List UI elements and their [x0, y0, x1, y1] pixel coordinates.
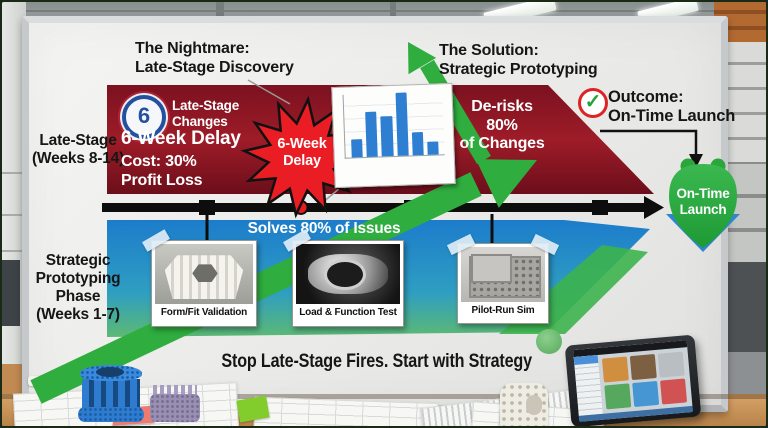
green-arrow-head — [475, 159, 537, 208]
shelf-line — [2, 172, 26, 174]
chart-card — [331, 82, 456, 189]
card-label: Pilot-Run Sim — [471, 305, 535, 316]
starburst-text: 6-Week Delay — [277, 136, 327, 169]
card-load-test: Load & Function Test — [282, 229, 404, 327]
chart-bar — [351, 138, 363, 158]
derisks-label: De-risks 80% of Changes — [459, 98, 545, 153]
tablet-screen — [573, 340, 693, 422]
clock-badge-icon: 6 — [122, 95, 166, 139]
outcome-label: Outcome: On-Time Launch — [608, 88, 736, 126]
chart-bar — [395, 92, 409, 156]
late-stage-phase-label: Late-Stage (Weeks 8-14) — [31, 132, 125, 167]
card-form-fit: Form/Fit Validation — [141, 229, 257, 327]
tablet-tile-grid — [601, 351, 688, 410]
print-base-flange — [78, 407, 144, 422]
tablet-tile — [632, 380, 660, 407]
tablet-tile — [601, 356, 629, 383]
ceiling-pillar — [390, 2, 396, 24]
card-label: Form/Fit Validation — [160, 307, 248, 318]
board-shadow — [2, 394, 766, 399]
load-test-photo — [296, 244, 400, 304]
solution-label: The Solution: Strategic Prototyping — [439, 42, 598, 78]
blue-3d-print — [78, 365, 144, 422]
print-lattice — [82, 379, 140, 409]
solves-label: Solves 80% of Issues — [247, 220, 401, 237]
tablet-tile — [657, 351, 685, 378]
form-fit-photo — [155, 244, 253, 304]
outcome-connector — [600, 129, 698, 156]
part-opening — [192, 264, 218, 283]
tablet-sidebar-header — [573, 354, 599, 366]
print-bore — [96, 367, 124, 377]
card-pilot-run: Pilot-Run Sim — [446, 233, 560, 324]
pilot-run-photo — [461, 247, 545, 302]
late-stage-changes-label: Late-Stage Changes — [172, 98, 240, 129]
timeline-bar — [102, 203, 644, 212]
chart-bar — [427, 141, 439, 155]
green-arrow-head — [408, 42, 437, 75]
tablet-tile — [629, 354, 657, 381]
ceiling-beam — [2, 10, 766, 12]
card-label: Load & Function Test — [299, 307, 397, 318]
timeline-marker — [199, 200, 215, 215]
tagline-text: Stop Late-Stage Fires. Start with Strate… — [221, 351, 533, 372]
tagline: Stop Late-Stage Fires. Start with Strate… — [107, 351, 647, 373]
green-magnet — [536, 329, 562, 354]
chart-bar — [365, 111, 379, 157]
tablet — [564, 334, 702, 426]
launch-badge-text: On-Time Launch — [676, 186, 730, 217]
part-bore — [327, 262, 363, 288]
frame-window — [471, 253, 513, 283]
tablet-tile — [660, 378, 688, 405]
background-object — [2, 260, 20, 326]
purple-3d-print — [150, 385, 200, 422]
mini-bar-chart-bars — [342, 91, 445, 159]
tablet-sidebar — [573, 354, 603, 416]
print-pins — [153, 385, 197, 396]
white-lattice-print — [500, 383, 548, 426]
prototyping-phase-label: Strategic Prototyping Phase (Weeks 1-7) — [35, 252, 121, 323]
timeline-marker — [592, 200, 608, 215]
shelf-line — [2, 214, 26, 216]
leader-line — [247, 79, 291, 105]
on-time-launch-badge — [669, 158, 737, 248]
nightmare-label: The Nightmare: Late-Stage Discovery — [135, 40, 294, 76]
tablet-tile — [604, 383, 632, 410]
print-body — [150, 394, 200, 422]
ceiling-pillar — [216, 2, 224, 28]
chart-bar — [411, 132, 424, 156]
outcome-connector-arrowhead — [689, 154, 703, 168]
shelf-line — [2, 250, 26, 252]
chart-bar — [380, 115, 394, 157]
timeline-arrowhead — [644, 196, 664, 219]
lattice-arch — [526, 395, 542, 415]
check-icon: ✓ — [578, 88, 608, 118]
delay-label: 6-Week Delay — [121, 128, 241, 149]
cost-label: Cost: 30% Profit Loss — [121, 153, 203, 190]
